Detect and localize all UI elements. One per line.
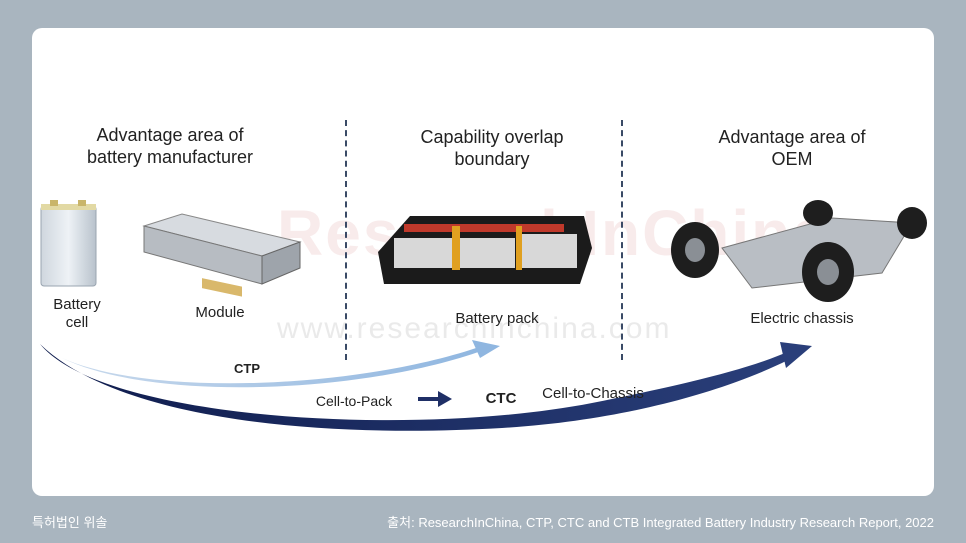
label-electric-chassis: Electric chassis — [750, 310, 854, 327]
heading-overlap: Capability overlap boundary — [420, 127, 564, 169]
battery-cell-image — [40, 200, 97, 287]
diagram-graphics — [40, 200, 927, 431]
label-cell-to-pack: Cell-to-Pack — [315, 393, 393, 409]
label-ctp: CTP — [234, 361, 260, 376]
ctp-arrow — [62, 340, 500, 388]
footer-firm: 특허법인 위솔 — [32, 515, 108, 530]
module-image — [142, 213, 302, 297]
transition-arrow — [418, 391, 452, 407]
ctc-arrow — [40, 342, 812, 431]
footer-source: 출처: ResearchInChina, CTP, CTC and CTB In… — [387, 515, 934, 530]
label-battery-cell: Battery cell — [53, 296, 101, 331]
heading-manufacturer: Advantage area of battery manufacturer — [86, 125, 254, 167]
diagram-card: ResearchInChina www.researchinchina.com … — [32, 28, 934, 496]
divider-right — [621, 120, 623, 360]
watermark-url: www.researchinchina.com — [277, 312, 672, 345]
label-cell-to-chassis: Cell-to-Chassis — [542, 385, 644, 402]
electric-chassis-image — [671, 200, 927, 302]
battery-pack-image — [378, 216, 592, 284]
label-ctc: CTC — [485, 390, 517, 407]
heading-oem: Advantage area of OEM — [718, 127, 866, 169]
label-battery-pack: Battery pack — [455, 310, 539, 327]
divider-left — [345, 120, 347, 360]
label-module: Module — [195, 304, 245, 321]
